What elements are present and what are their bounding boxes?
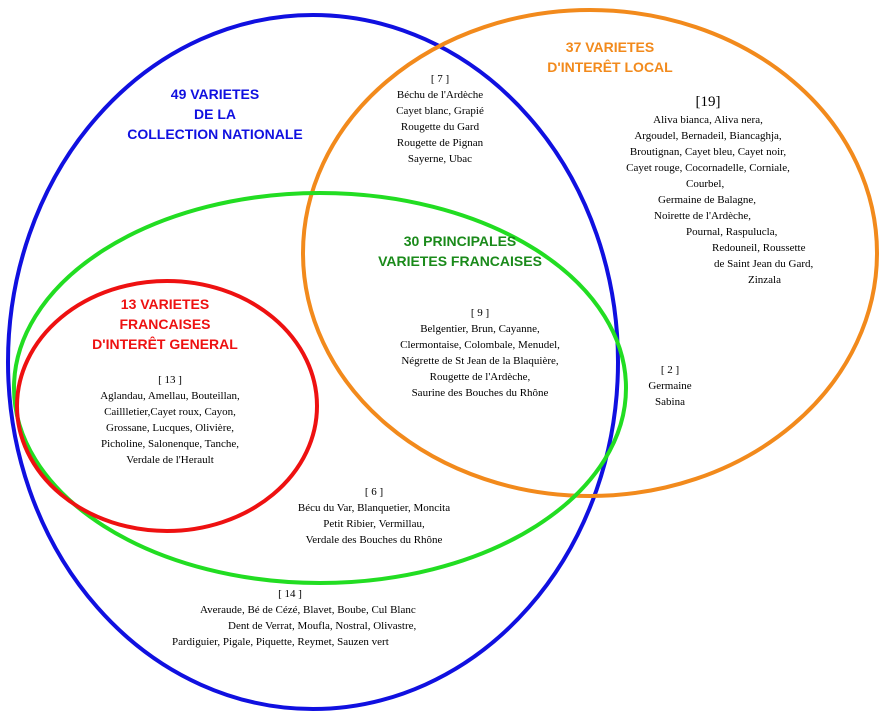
region-principales-local: [ 2 ] Germaine Sabina [630,362,710,410]
title-line: DE LA [194,106,236,122]
variety-line: Cayet rouge, Cocornadelle, Corniale, [626,162,790,174]
region-national-only: [ 14 ] Averaude, Bé de Cézé, Blavet, Bou… [170,586,417,650]
variety-line: Zinzala [748,274,781,286]
variety-line: Saurine des Bouches du Rhône [411,387,549,399]
region-general: [ 13 ] Aglandau, Amellau, Bouteillan, Ca… [70,372,270,468]
variety-line: de Saint Jean du Gard, [714,258,814,270]
variety-line: Béchu de l'Ardèche [396,89,484,101]
variety-line: Broutignan, Cayet bleu, Cayet noir, [629,146,787,158]
region-national-principales: [ 6 ] Bécu du Var, Blanquetier, Moncita … [274,484,474,548]
national-collection-ellipse [6,13,620,711]
variety-line: Aliva bianca, Aliva nera, [653,114,763,126]
general-interest-ellipse [15,279,319,533]
variety-line: Argoudel, Bernadeil, Biancaghja, [634,130,782,142]
region-count: [ 2 ] [660,364,680,376]
title-line: VARIETES FRANCAISES [378,253,542,269]
region-count: [ 13 ] [158,374,182,386]
variety-line: Verdale de l'Herault [126,454,214,466]
variety-line: Redouneil, Roussette [712,242,806,254]
variety-line: Grossane, Lucques, Olivière, [106,422,234,434]
variety-line: Cayet blanc, Grapié [396,105,484,117]
title-line: COLLECTION NATIONALE [127,126,303,142]
variety-line: Petit Ribier, Vermillau, [323,518,425,530]
variety-line: Verdale des Bouches du Rhône [305,534,443,546]
region-national-principales-local: [ 9 ] Belgentier, Brun, Cayanne, Clermon… [370,305,590,401]
principal-varieties-ellipse [12,191,628,585]
variety-line: Caillletier,Cayet roux, Cayon, [104,406,236,418]
variety-line: Courbel, [686,178,725,190]
title-line: 13 VARIETES [120,296,210,312]
variety-line: Sayerne, Ubac [407,153,473,165]
title-line: 30 PRINCIPALES [403,233,517,249]
region-count: [ 9 ] [470,307,490,319]
variety-line: Aglandau, Amellau, Bouteillan, [100,390,240,402]
national-collection-title: 49 VARIETES DE LA COLLECTION NATIONALE [95,84,335,144]
variety-line: Bécu du Var, Blanquetier, Moncita [297,502,451,514]
general-interest-title: 13 VARIETES FRANCAISES D'INTERÊT GENERAL [60,294,270,354]
title-line: D'INTERÊT GENERAL [92,336,238,352]
variety-line: Dent de Verrat, Moufla, Nostral, Olivast… [228,620,417,632]
variety-line: Rougette de Pignan [396,137,484,149]
region-count: [ 6 ] [364,486,384,498]
variety-line: Négrette de St Jean de la Blaquière, [401,355,559,367]
title-line: FRANCAISES [119,316,211,332]
variety-line: Pardiguier, Pigale, Piquette, Reymet, Sa… [172,636,389,648]
variety-line: Germaine [648,380,692,392]
variety-line: Belgentier, Brun, Cayanne, [420,323,540,335]
region-local-only: [19] Aliva bianca, Aliva nera, Argoudel,… [608,92,814,288]
variety-line: Rougette de l'Ardèche, [429,371,531,383]
region-count: [19] [695,94,721,110]
variety-line: Averaude, Bé de Cézé, Blavet, Boube, Cul… [200,604,416,616]
local-interest-ellipse [301,8,879,498]
variety-line: Germaine de Balagne, [658,194,757,206]
local-interest-title: 37 VARIETES D'INTERÊT LOCAL [510,37,710,77]
variety-line: Pournal, Raspulucla, [686,226,778,238]
variety-line: Noirette de l'Ardèche, [654,210,751,222]
region-national-local: [ 7 ] Béchu de l'Ardèche Cayet blanc, Gr… [340,71,540,167]
variety-line: Clermontaise, Colombale, Menudel, [400,339,560,351]
variety-line: Rougette du Gard [400,121,480,133]
title-line: 49 VARIETES [170,86,260,102]
title-line: D'INTERÊT LOCAL [547,59,673,75]
variety-line: Picholine, Salonenque, Tanche, [100,438,240,450]
title-line: 37 VARIETES [565,39,655,55]
region-count: [ 14 ] [278,588,302,600]
region-count: [ 7 ] [430,73,450,85]
variety-line: Sabina [655,396,685,408]
principal-varieties-title: 30 PRINCIPALES VARIETES FRANCAISES [350,231,570,271]
